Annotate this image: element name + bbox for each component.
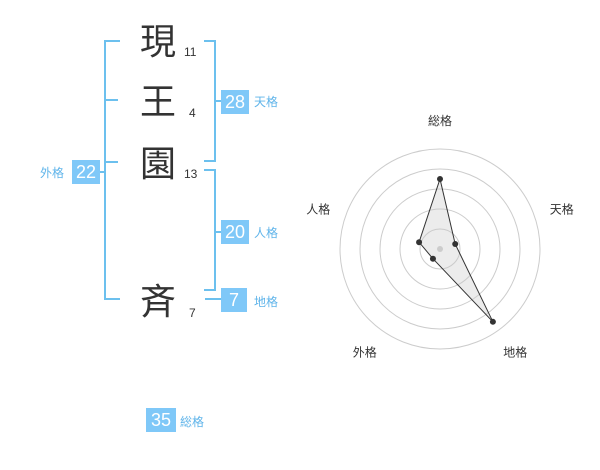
stroke-count-1: 11 xyxy=(184,45,197,59)
grid-ring-4 xyxy=(359,168,521,330)
grid-ring-1 xyxy=(419,228,461,270)
data-point-3 xyxy=(489,318,496,325)
stroke-count-4: 7 xyxy=(189,306,196,320)
name-char-2: 王 xyxy=(140,82,177,123)
stroke-count-3: 13 xyxy=(184,167,198,181)
chikaku-connector xyxy=(205,298,221,300)
axis-label-3: 地格 xyxy=(503,345,527,360)
soukaku-value: 35 xyxy=(146,408,176,432)
outer-bracket-stub-1 xyxy=(104,99,118,101)
data-point-4 xyxy=(429,255,436,262)
chikaku-label: 地格 xyxy=(254,295,279,309)
grid-ring-5 xyxy=(339,148,541,350)
axis-label-5: 人格 xyxy=(306,201,330,216)
data-area xyxy=(418,177,494,323)
gaikaku-connector xyxy=(98,171,106,173)
jinkaku-value: 20 xyxy=(221,220,249,244)
name-char-4: 斉 xyxy=(140,282,177,323)
gaikaku-value: 22 xyxy=(72,160,100,184)
soukaku-label: 総格 xyxy=(180,415,205,429)
center-dot xyxy=(437,246,443,252)
name-char-1: 現 xyxy=(140,22,177,63)
axis-label-4: 外格 xyxy=(353,345,377,360)
tenkaku-connector xyxy=(214,100,222,102)
data-point-1 xyxy=(437,176,443,182)
data-point-5 xyxy=(416,239,423,246)
jinkaku-label: 人格 xyxy=(254,226,279,240)
outer-bracket-stub-2 xyxy=(104,161,118,163)
tenkaku-label: 天格 xyxy=(254,95,279,109)
chikaku-value: 7 xyxy=(221,288,247,312)
axis-label-1: 総格 xyxy=(428,113,452,128)
axis-label-2: 天格 xyxy=(550,201,574,216)
jinkaku-connector xyxy=(214,231,222,233)
gaikaku-label: 外格 xyxy=(40,166,65,180)
tenkaku-value: 28 xyxy=(221,90,249,114)
jinkaku-bracket xyxy=(204,169,216,291)
stroke-count-2: 4 xyxy=(189,106,196,120)
grid-ring-3 xyxy=(379,188,501,310)
data-point-2 xyxy=(452,241,459,248)
outer-bracket xyxy=(104,40,120,300)
name-char-3: 園 xyxy=(140,144,177,185)
grid-ring-2 xyxy=(399,208,481,290)
